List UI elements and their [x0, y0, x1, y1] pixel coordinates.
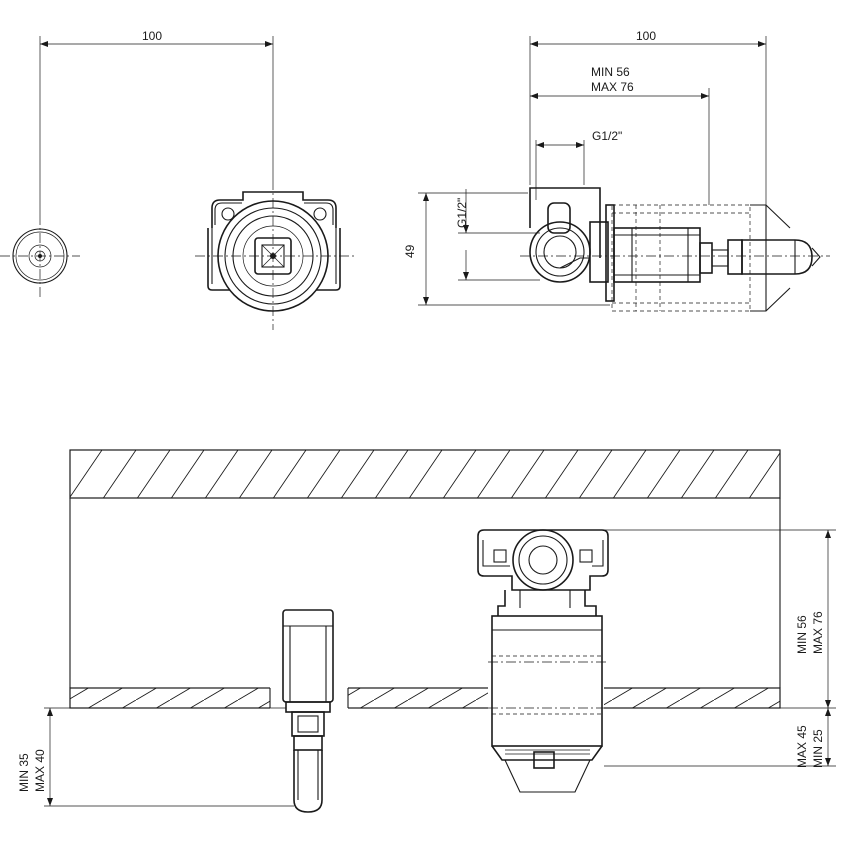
front-width-label: 100	[142, 29, 162, 43]
depth-min-label: MIN 56	[591, 65, 630, 79]
wall-min-label: MIN 56	[795, 615, 809, 654]
thread-dimension: G1/2"	[535, 129, 622, 200]
valve-assembly-section	[477, 529, 609, 793]
spindle-dimension: MAX 45 MIN 25	[604, 708, 836, 768]
outlet-assembly	[282, 609, 334, 813]
thread-vertical-label: G1/2"	[455, 198, 469, 228]
rosette-small	[0, 215, 80, 300]
outlet-max-label: MAX 40	[33, 749, 47, 792]
side-width-label: 100	[636, 29, 656, 43]
spindle-max-label: MAX 45	[795, 725, 809, 768]
outlet-min-label: MIN 35	[17, 753, 31, 792]
front-view: 100	[0, 29, 355, 330]
outlet-dimension: MIN 35 MAX 40	[17, 707, 294, 807]
height-label: 49	[403, 244, 417, 258]
wall-max-label: MAX 76	[811, 611, 825, 654]
front-width-dimension: 100	[39, 29, 274, 215]
spindle-min-label: MIN 25	[811, 729, 825, 768]
section-view: MIN 56 MAX 76 MAX 45 MIN 25 MIN 35 MAX 4…	[17, 449, 836, 813]
thread-vertical-dimension: G1/2"	[455, 189, 540, 281]
height-dimension: 49	[403, 192, 610, 306]
depth-max-label: MAX 76	[591, 80, 634, 94]
wall-top-band	[69, 449, 781, 499]
wall-bottom-band	[69, 687, 781, 709]
depth-dimension: MIN 56 MAX 76	[530, 65, 710, 205]
side-view: 100 MIN 56 MAX 76 G1/2" 49	[403, 29, 830, 312]
side-width-dimension: 100	[529, 29, 767, 210]
valve-side	[520, 187, 830, 312]
thread-label: G1/2"	[592, 129, 622, 143]
wall-depth-dimension: MIN 56 MAX 76	[604, 529, 836, 709]
valve-front	[195, 180, 355, 330]
